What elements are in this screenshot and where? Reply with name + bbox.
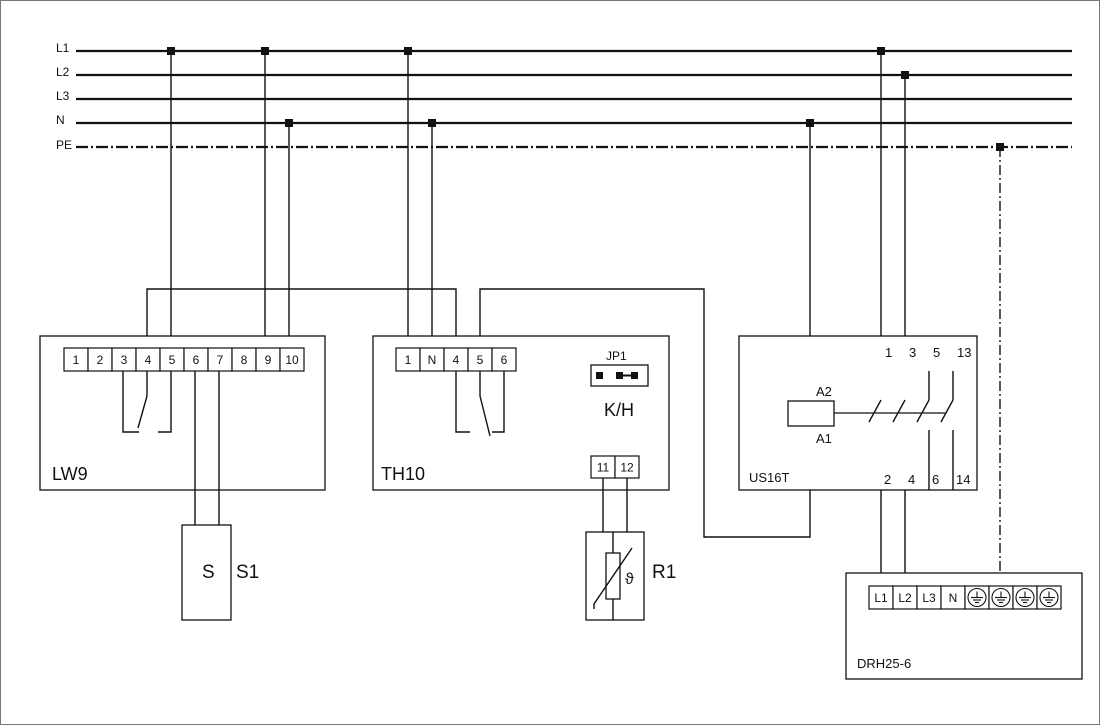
th10-terminal-strip: 1 N 4 5 6	[395, 347, 517, 372]
jumper-label: JP1	[606, 349, 627, 363]
th10-terminal-label: N	[428, 353, 437, 367]
contactor-terminal-1: 1	[885, 345, 892, 360]
coil-label-a2: A2	[816, 384, 832, 399]
bus-label-l2: L2	[56, 65, 70, 79]
r1-label: R1	[652, 562, 676, 583]
drh-earth-terminals	[964, 585, 1062, 610]
lw9-terminal-label: 9	[265, 353, 272, 367]
contact-blade	[940, 399, 954, 423]
junction-dot	[261, 47, 269, 55]
lw9-contact-wire	[158, 371, 172, 433]
th10-terminal-label: 4	[453, 353, 460, 367]
drh-terminal-label: L3	[922, 591, 936, 605]
junction-dot	[285, 119, 293, 127]
lw9-terminal-label: 3	[121, 353, 128, 367]
contactor-terminal-5: 5	[933, 345, 940, 360]
th10-device: 1 N 4 5 6 JP1 K/H 11 12 TH10	[372, 335, 670, 532]
junction-dot	[901, 71, 909, 79]
bus-label-n: N	[56, 113, 65, 127]
th10-contact-wire	[492, 371, 505, 433]
lw9-switch-wire	[122, 371, 139, 433]
lw9-terminal-label: 6	[193, 353, 200, 367]
contactor-terminal-2: 2	[884, 472, 891, 487]
resistor-variable-arrow	[593, 547, 633, 609]
protective-earth-icon	[991, 587, 1011, 608]
lw9-label: LW9	[52, 464, 88, 484]
temperature-coefficient-icon: ϑ	[625, 571, 634, 588]
contact-blade	[892, 399, 906, 423]
th10-terminal-label: 6	[501, 353, 508, 367]
bus-label-l1: L1	[56, 41, 70, 55]
lw9-terminal-label: 8	[241, 353, 248, 367]
contactor-terminal-3: 3	[909, 345, 916, 360]
protective-earth-icon	[1039, 587, 1059, 608]
contactor-terminal-14: 14	[956, 472, 970, 487]
drh-terminal-label: N	[949, 591, 958, 605]
lw9-terminal-label: 2	[97, 353, 104, 367]
lw9-terminal-label: 7	[217, 353, 224, 367]
drh-terminal-strip: L1 L2 L3 N	[868, 585, 966, 610]
lw9-terminal-strip: 1 2 3 4 5 6 7 8 9 10	[63, 347, 305, 372]
protective-earth-icon	[967, 587, 987, 608]
us16t-label: US16T	[749, 470, 790, 485]
th10-switch-contact	[479, 395, 491, 437]
junction-dot	[877, 47, 885, 55]
contactor-terminal-6: 6	[932, 472, 939, 487]
jumper-pin	[616, 372, 623, 379]
contactor-terminal-4: 4	[908, 472, 915, 487]
us16t-device: A2 A1 1 3 5 13 2 4 6 14 US16T	[738, 335, 978, 491]
wires	[146, 51, 1001, 586]
thermistor-r1: ϑ R1	[585, 531, 676, 621]
contact-blade	[916, 399, 930, 423]
junction-dot	[428, 119, 436, 127]
th10-switch-wire	[455, 371, 470, 433]
lw9-terminal-label: 1	[73, 353, 80, 367]
th10-sensor-terminal-label: 11	[597, 460, 610, 474]
sensor-symbol: S	[202, 562, 215, 583]
drh-label: DRH25-6	[857, 656, 911, 671]
th10-sensor-terminal-strip: 11 12	[590, 455, 640, 479]
jumper-pin	[631, 372, 638, 379]
bus-lines: L1 L2 L3 N PE	[56, 41, 1072, 152]
lw9-terminal-label: 10	[285, 353, 299, 367]
sensor-s1: S S1	[181, 524, 259, 621]
coil-label-a1: A1	[816, 431, 832, 446]
protective-earth-icon	[1015, 587, 1035, 608]
th10-terminal-label: 5	[477, 353, 484, 367]
junction-dot	[806, 119, 814, 127]
wire-lw9-4-th10-4	[146, 288, 457, 348]
th10-label: TH10	[381, 464, 425, 484]
drh-terminal-label: L1	[874, 591, 888, 605]
sensor-box	[181, 524, 232, 621]
junction-dot	[404, 47, 412, 55]
drh-terminal-label: L2	[898, 591, 912, 605]
junctions	[167, 47, 1004, 151]
junction-dot	[167, 47, 175, 55]
jumper-pin	[596, 372, 603, 379]
th10-terminal-label: 1	[405, 353, 412, 367]
mode-label: K/H	[604, 400, 634, 420]
contactor-terminal-13: 13	[957, 345, 971, 360]
lw9-switch-contact	[137, 395, 148, 429]
wire-th10-5-coil-a1	[479, 288, 811, 538]
lw9-terminal-label: 4	[145, 353, 152, 367]
bus-label-l3: L3	[56, 89, 70, 103]
drh-device: L1 L2 L3 N DRH25-6	[845, 572, 1083, 680]
contact-blade	[868, 399, 882, 423]
lw9-terminal-cell	[279, 347, 305, 372]
sensor-label: S1	[236, 562, 259, 583]
bus-label-pe: PE	[56, 138, 72, 152]
contactor-coil	[787, 400, 835, 427]
lw9-device: 1 2 3 4 5 6 7 8 9 10 LW9	[39, 335, 326, 525]
lw9-terminal-label: 5	[169, 353, 176, 367]
th10-sensor-terminal-label: 12	[620, 460, 634, 474]
junction-dot	[996, 143, 1004, 151]
